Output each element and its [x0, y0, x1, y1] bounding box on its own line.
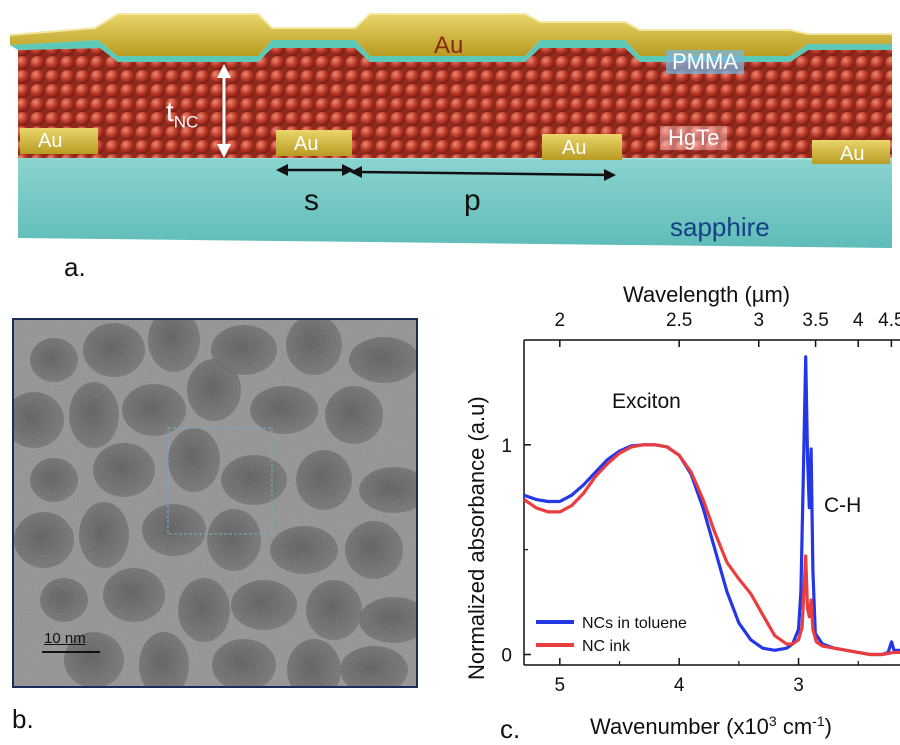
legend-label: NC ink: [582, 638, 631, 655]
p-label: p: [464, 184, 481, 217]
au-electrode-2: [276, 130, 352, 156]
au-electrode-label-3: Au: [562, 137, 587, 159]
top-tick-label: 2: [555, 310, 566, 331]
top-au-layer: [10, 14, 892, 56]
x-axis-title: Wavenumber (x103 cm-1): [590, 713, 832, 739]
exciton-annotation: Exciton: [612, 390, 681, 413]
au-electrode-3: [542, 134, 622, 160]
top-tick-label: 3: [753, 310, 764, 331]
au-electrode-label-2: Au: [294, 133, 319, 155]
hgte-label: HgTe: [660, 126, 728, 150]
au-electrode-1: [20, 128, 98, 154]
x-tick-label: 3: [793, 675, 804, 696]
top-au-label: Au: [434, 32, 464, 59]
hgte-nanocrystal-film: [18, 48, 892, 158]
series-line-ink: [523, 443, 900, 657]
au-electrode-label-1: Au: [38, 130, 63, 152]
p-arrow: [355, 170, 611, 177]
sapphire-label: sapphire: [670, 212, 770, 242]
x-tick-label: 5: [555, 675, 566, 696]
absorbance-chart-panel: 5 4 3 2 2.5 3 3.5 4 4.5 0 1 NCs in toluene NC ink E…: [440, 270, 900, 744]
panel-c-letter: c.: [500, 714, 521, 744]
legend-label: NCs in toluene: [582, 615, 687, 632]
thickness-label: tNC: [166, 96, 199, 132]
scale-bar-label: 10 nm: [44, 630, 86, 647]
au-electrode-4: [812, 140, 890, 164]
absorbance-chart: 5 4 3 2 2.5 3 3.5 4 4.5 0 1 NCs in toluene NC ink E…: [464, 282, 900, 739]
device-schematic-panel: Au PMMA HgTe Au Au Au Au tNC s p sapphir…: [0, 0, 900, 290]
top-axis-title: Wavelength (µm): [623, 282, 790, 307]
top-tick-label: 4: [853, 310, 864, 331]
top-tick-label: 4.5: [878, 310, 900, 331]
s-label: s: [304, 184, 319, 217]
panel-b-letter: b.: [12, 704, 34, 734]
pmma-label: PMMA: [666, 50, 744, 74]
top-tick-label: 2.5: [666, 310, 692, 331]
x-tick-label: 4: [674, 675, 685, 696]
sapphire-substrate: [18, 150, 892, 248]
ch-annotation: C-H: [824, 494, 861, 517]
tem-image: 10 nm: [12, 318, 418, 688]
tem-micrograph: [14, 320, 416, 686]
y-tick-label: 1: [501, 436, 512, 457]
panel-a-letter: a.: [64, 252, 86, 282]
y-axis-title: Normalized absorbance (a.u): [464, 396, 489, 680]
top-tick-label: 3.5: [802, 310, 828, 331]
au-electrode-label-4: Au: [840, 143, 865, 165]
y-tick-label: 0: [501, 646, 512, 667]
